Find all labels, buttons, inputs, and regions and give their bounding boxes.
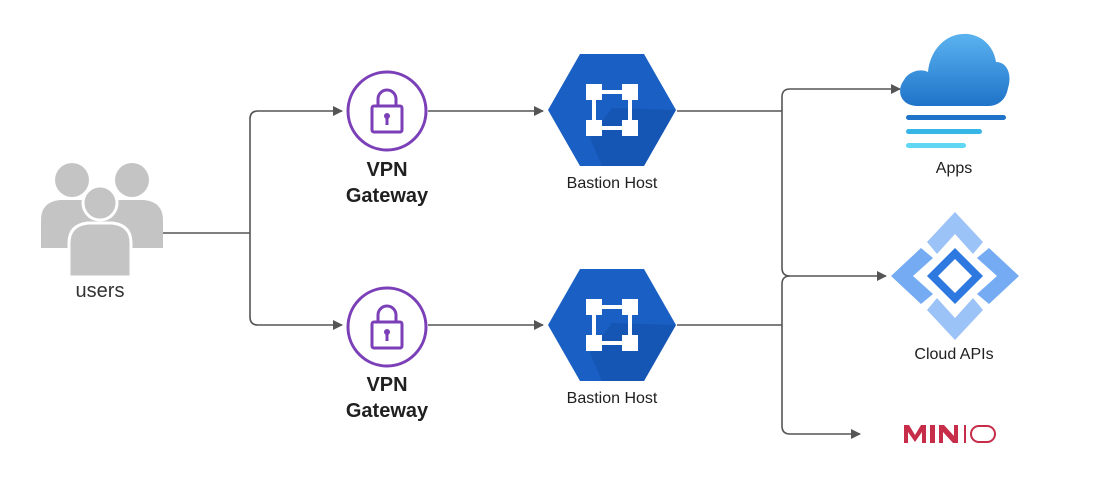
vpn-gateway-2-lock-icon [346,286,428,368]
connector-bastion-2-to-cloud-apis [781,275,791,325]
bastion-host-2-icon [548,269,676,381]
connector-bastion-1-to-cloud-apis [781,111,887,281]
apps-label: Apps [935,160,973,177]
vpn-gateway-1-label: VPN Gateway [317,157,457,209]
cloud-apis-label: Cloud APIs [914,346,994,363]
apps-cloud-icon [900,33,1010,148]
connector-to-minio [781,325,861,439]
users-label: users [75,280,125,302]
vpn-gateway-1-lock-icon [346,70,428,152]
minio-logo [904,425,996,443]
vpn-gateway-1-label-line2: Gateway [345,185,429,207]
bastion-host-1-label: Bastion Host [566,175,658,192]
vpn-gateway-2-label: VPN Gateway [317,372,457,424]
connectors [160,84,901,439]
bastion-host-1-icon [548,54,676,166]
connector-users-to-vpn-1 [249,106,343,233]
cloud-apis-icon [891,212,1019,340]
users-icon [41,163,163,279]
vpn-gateway-2-label-line2: Gateway [345,400,429,422]
vpn-gateway-2-label-line1: VPN [366,374,408,396]
connector-to-apps [781,84,901,111]
connector-users-to-vpn-2 [249,233,343,330]
bastion-host-2-label: Bastion Host [566,390,658,407]
vpn-gateway-1-label-line1: VPN [366,159,408,181]
